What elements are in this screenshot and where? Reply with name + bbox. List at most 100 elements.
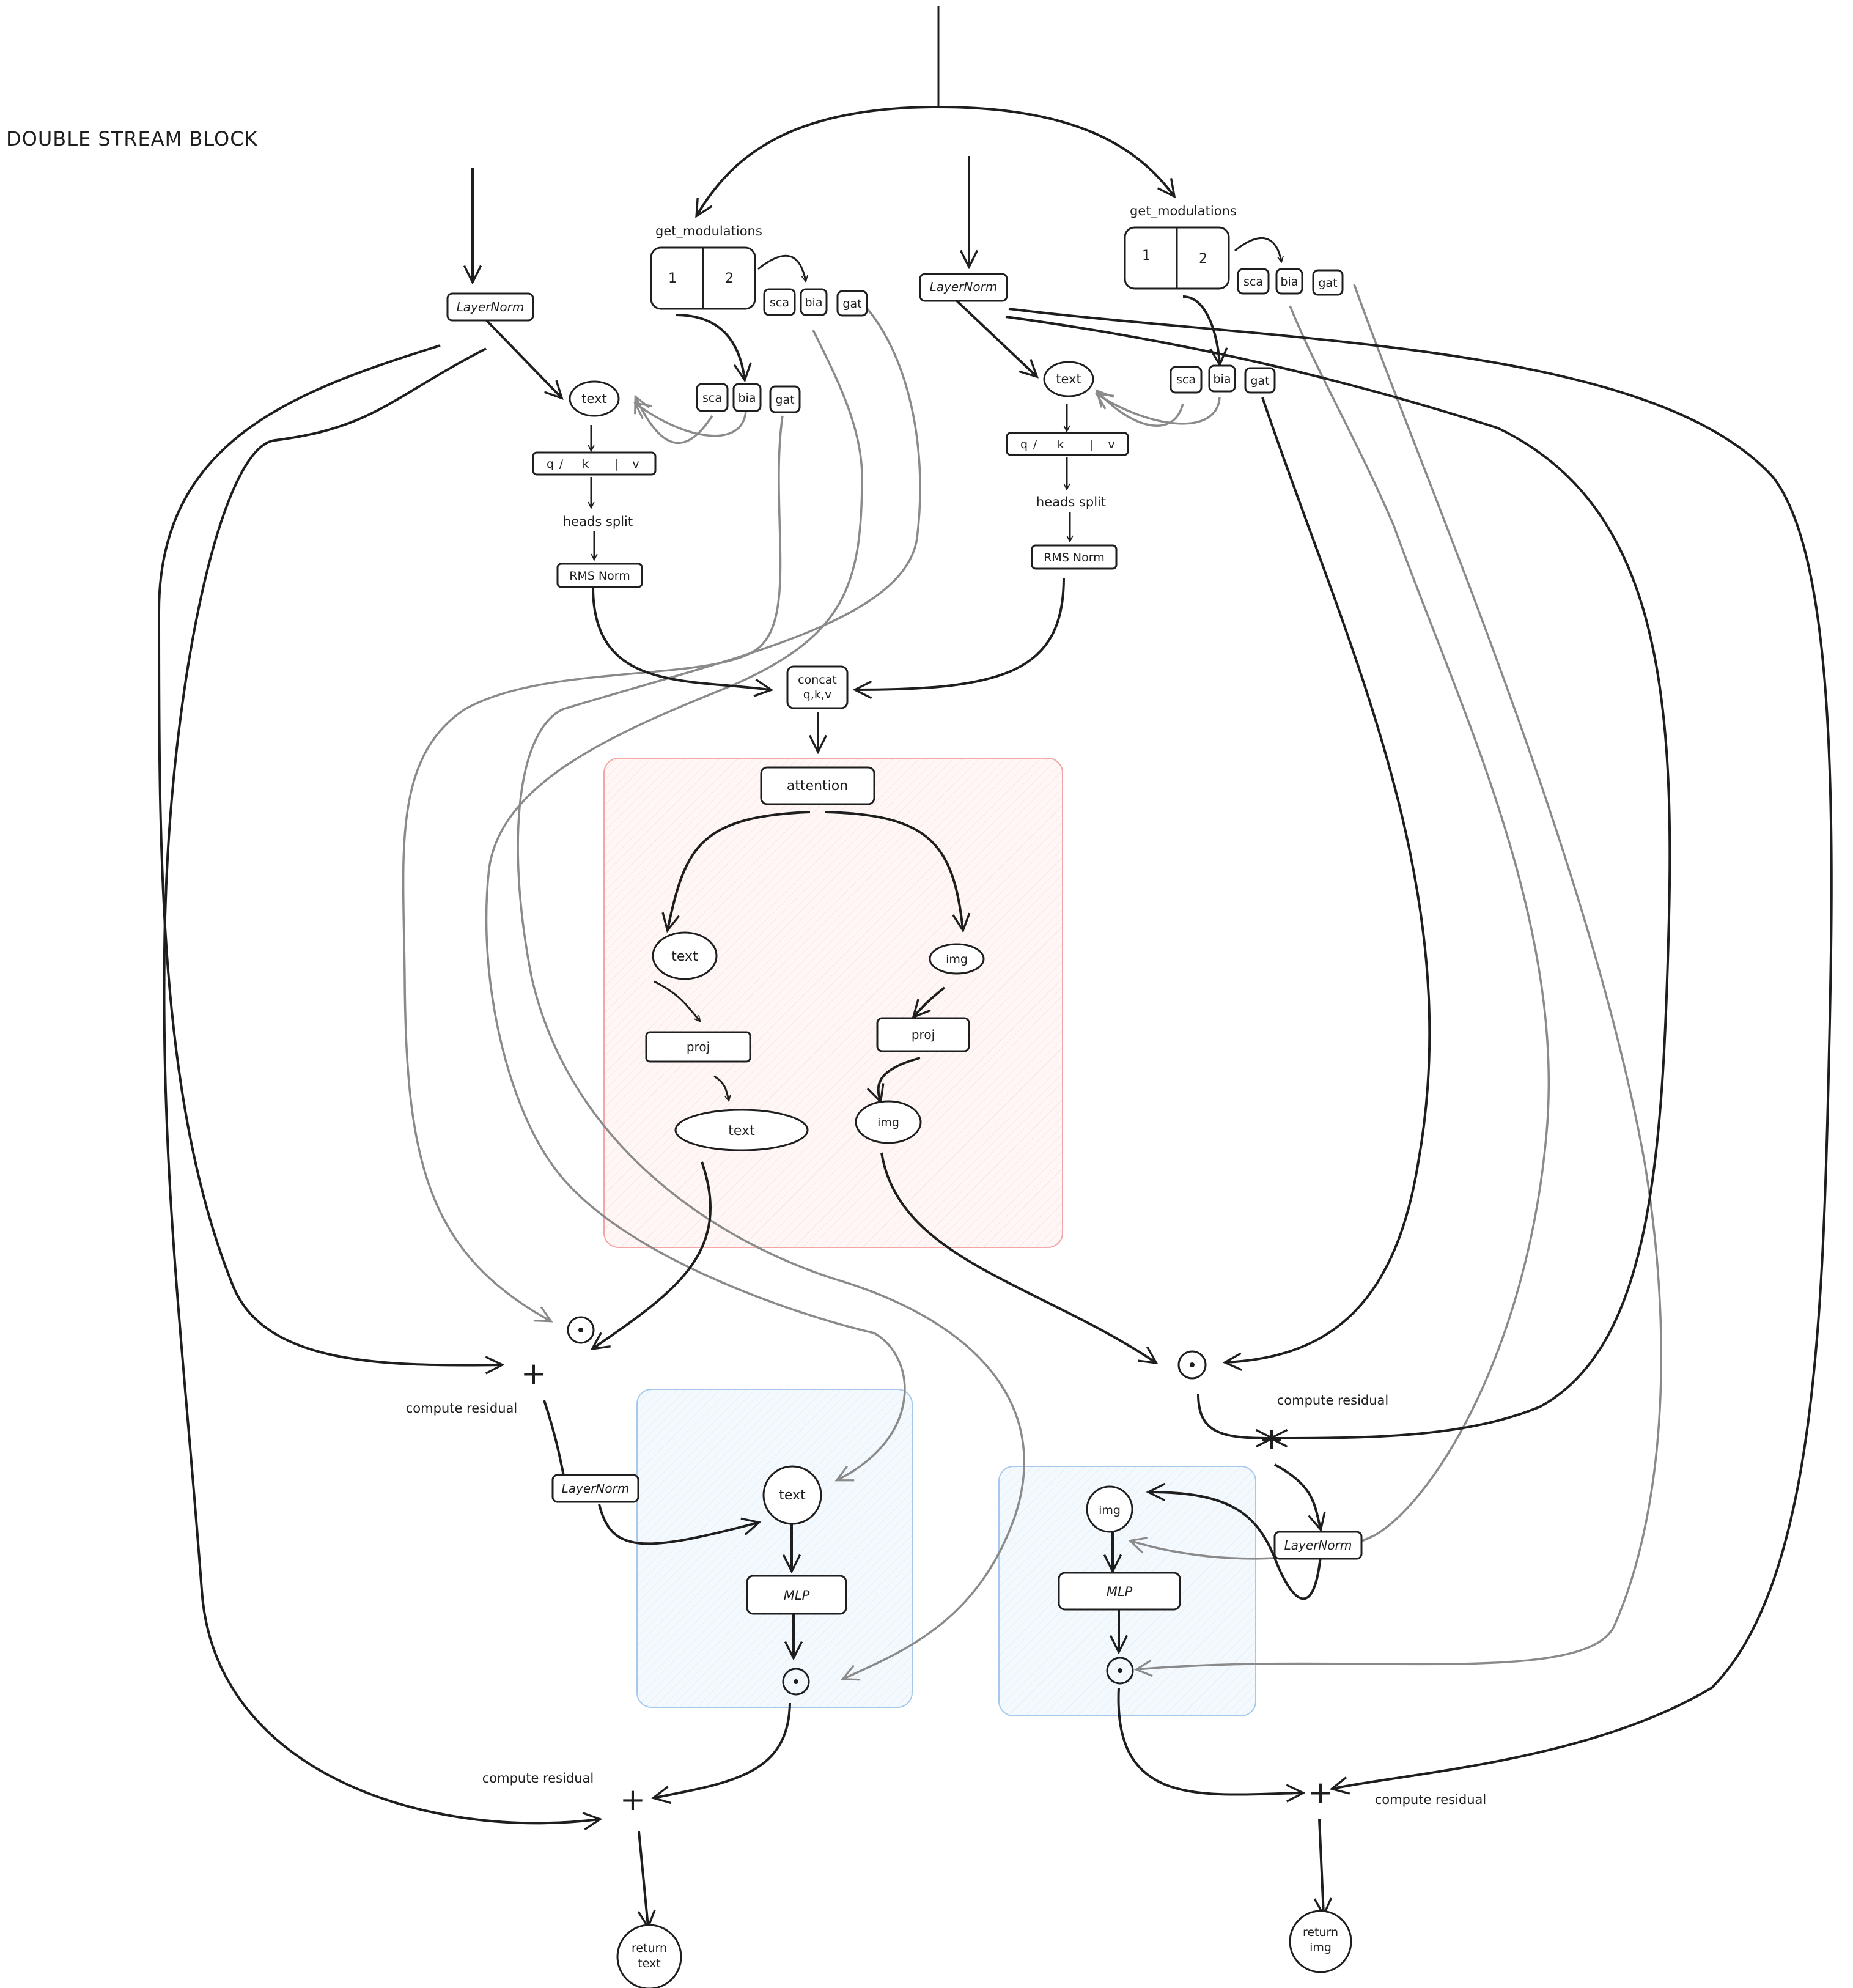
img-rms-norm-box [1031, 544, 1118, 570]
text-v-label: v [632, 457, 639, 471]
img-proj-out-label: img [877, 1116, 899, 1129]
attention-nodes: concat q,k,v attention text img proj pro… [645, 665, 985, 1151]
text-mod2-scale-label: sca [702, 391, 722, 405]
text-k-label: k [582, 457, 589, 471]
text-stream-nodes: get_modulations 1 2 sca bia gat sca bia … [446, 224, 868, 588]
img-heads-split-label: heads split [1036, 495, 1106, 509]
text-rms-to-concat-arrow [592, 586, 770, 690]
img-v-label: v [1108, 438, 1114, 451]
img-attn-compute-residual-label: compute residual [1277, 1393, 1389, 1408]
text-mod1-bias-label: bia [805, 296, 823, 309]
proj-to-text-out-arrow [713, 1075, 729, 1101]
img-proj-out-node [855, 1100, 922, 1144]
svg-text:/: / [1033, 438, 1037, 451]
svg-text:|: | [1089, 438, 1093, 451]
attention-box [760, 766, 875, 805]
img-mul-to-final-residual-arrow [1117, 1687, 1302, 1795]
img-mlp-layernorm-label: LayerNorm [1284, 1538, 1352, 1553]
img-get-modulations-label: get_modulations [1130, 204, 1237, 219]
img-mod1-scale-label: sca [1243, 275, 1263, 289]
text-mod1-bias-box [800, 288, 828, 316]
img-final-compute-residual-label: compute residual [1375, 1792, 1487, 1807]
text-q-label: q [547, 457, 554, 471]
text-mlp-group [636, 1389, 913, 1708]
img-mul-to-residual-arrow [1197, 1394, 1272, 1438]
text-mod2-bias-label: bia [739, 391, 756, 405]
text-mlp-layernorm-label: LayerNorm [562, 1481, 630, 1496]
text-mod1-scale-box [763, 288, 796, 316]
img-mod-cell-2: 2 [1199, 251, 1207, 267]
main-arrows [157, 6, 1833, 1926]
img-mod1-scale-box [1237, 268, 1270, 295]
img-residual-to-layernorm-arrow [1274, 1463, 1321, 1529]
img-mod2-gate-box [1244, 367, 1276, 394]
img-bias-to-mlp-img-arrow [1131, 305, 1550, 1560]
img-mod1-gate-label: gat [1318, 276, 1337, 290]
text-residual-to-return-arrow [639, 1831, 648, 1926]
svg-text:|: | [614, 457, 618, 471]
img-input-to-final-residual-arrow [1008, 308, 1833, 1789]
img-attn-mul-op [1177, 1350, 1207, 1380]
layernorm-to-img-arrow [956, 300, 1036, 376]
text-attn-mul-op [567, 1316, 595, 1344]
text-attn-residual-add: + [521, 1356, 547, 1391]
attn-text-label: text [671, 949, 698, 964]
svg-text:/: / [559, 457, 564, 471]
img-mod2-bias-box [1208, 364, 1236, 393]
text-qkv-box [532, 451, 657, 476]
text-mod-cell-1: 1 [668, 271, 677, 286]
attn-img-node [929, 943, 985, 975]
img-gate-to-mul-arrow [1226, 397, 1431, 1362]
attn-text-node [652, 931, 718, 980]
diagram-title: DOUBLE STREAM BLOCK [6, 127, 258, 150]
gray-modulation-arrows [402, 284, 1662, 1679]
text-final-compute-residual-label: compute residual [482, 1771, 594, 1786]
mlp-img-node [1086, 1485, 1133, 1533]
img-mod1-to-params-arrow [1234, 237, 1281, 262]
return-text-label-line1: return [632, 1942, 667, 1955]
img-mod1-bias-label: bia [1281, 275, 1299, 289]
mlp-text-node [762, 1465, 822, 1525]
img-rms-to-concat-arrow [856, 577, 1065, 690]
img-rms-norm-label: RMS Norm [1044, 551, 1105, 564]
text-input-to-final-residual-arrow [163, 347, 599, 1823]
img-mlp-mul-op [1106, 1657, 1134, 1685]
img-final-residual-add: + [1308, 1775, 1333, 1810]
text-gate-to-mul-arrow [402, 415, 784, 1321]
text-mod1-to-params-arrow [757, 254, 806, 281]
img-proj-label: proj [912, 1027, 935, 1042]
text-to-proj-arrow [654, 980, 700, 1021]
mlp-img-label: img [1099, 1504, 1121, 1517]
img-attn-residual-add: + [1259, 1421, 1284, 1457]
text-mul-to-final-residual-arrow [654, 1702, 791, 1798]
text-attn-compute-residual-label: compute residual [406, 1401, 518, 1416]
text-proj-out-label: text [728, 1123, 755, 1139]
img-mod1-bias-box [1275, 268, 1303, 295]
img-scale-to-img-arrow [1097, 391, 1184, 427]
proj-to-img-out-arrow [879, 1057, 921, 1101]
text-final-residual-add: + [620, 1782, 646, 1817]
text-mod-cell-2: 2 [725, 271, 734, 286]
img-bias-to-img-arrow [1097, 394, 1221, 425]
text-mod1-gate-box [836, 290, 868, 317]
text-mod2-gate-label: gat [775, 393, 794, 407]
attention-to-text-arrow [668, 811, 811, 929]
img-mlp-box [1058, 1572, 1181, 1611]
img-mod2-scale-label: sca [1176, 373, 1196, 386]
img-mod2-scale-box [1170, 366, 1203, 394]
img-token-label: text [1056, 372, 1081, 386]
text-mlp-mul-op [782, 1668, 810, 1696]
input-to-img-modulations-arrow [938, 106, 1174, 196]
img-mlp-label: MLP [1107, 1584, 1133, 1599]
text-mod2-to-params-arrow [675, 314, 745, 379]
text-mod2-gate-box [769, 385, 801, 413]
text-rms-norm-box [556, 563, 643, 588]
text-proj-label: proj [687, 1040, 710, 1054]
text-mod1-scale-label: sca [770, 296, 789, 309]
text-mlp-layernorm-box [551, 1474, 639, 1503]
img-mod2-gate-label: gat [1250, 374, 1269, 388]
img-token-node [1043, 361, 1094, 397]
text-mod1-gate-label: gat [842, 297, 861, 311]
img-qkv-box [1006, 432, 1129, 456]
